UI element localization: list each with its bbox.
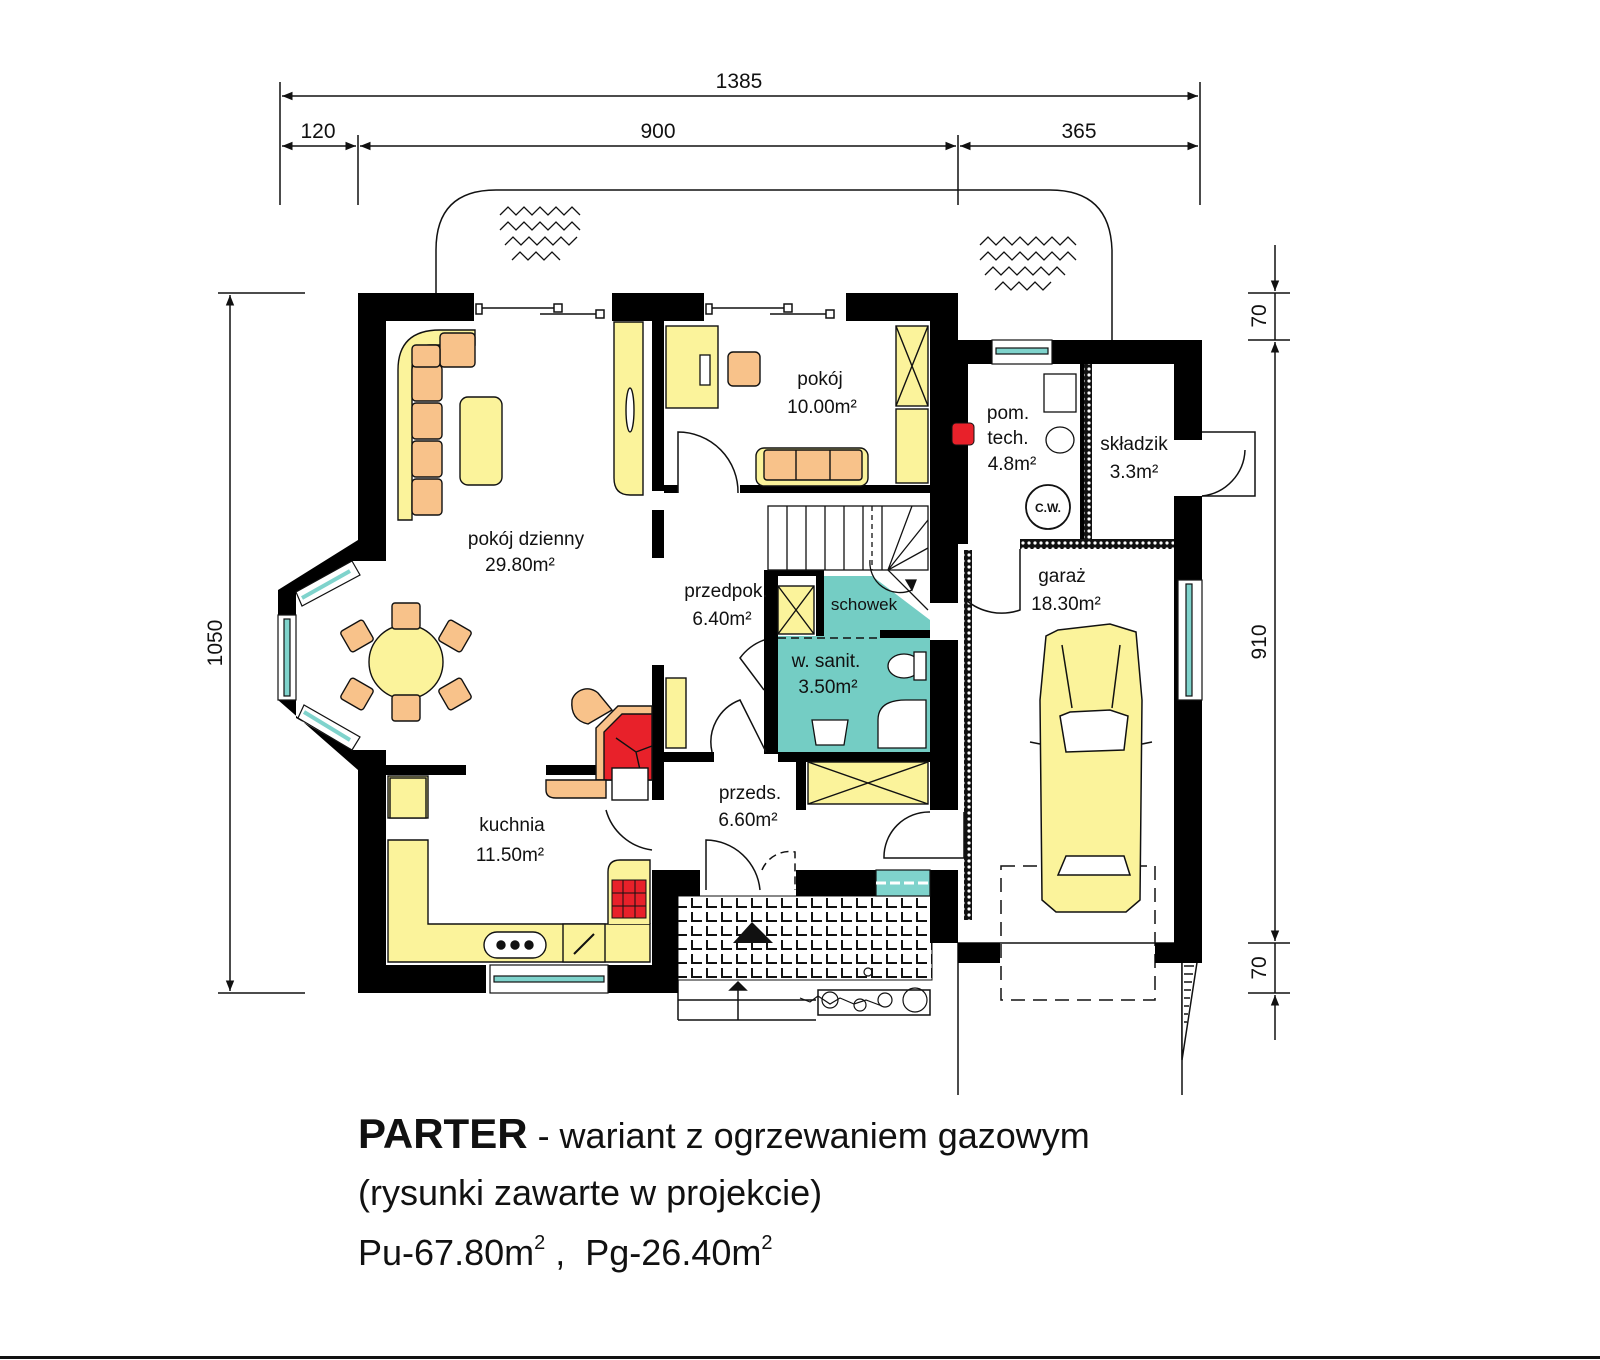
- room-name-living: pokój dzienny: [468, 529, 585, 550]
- dining-chairs: [340, 602, 472, 722]
- room-area-pokoj: 10.00m²: [787, 397, 857, 418]
- entrance-arrow-icon: [733, 922, 773, 943]
- chimney: [611, 767, 649, 801]
- shrub-hatch: [499, 206, 1077, 291]
- sliding-doors: [475, 303, 835, 319]
- entry-wardrobe: [807, 761, 929, 805]
- fireplace: [595, 705, 653, 781]
- room-name-closet: schowek: [831, 595, 898, 614]
- room-name-tech-1: pom.: [987, 403, 1029, 424]
- water-heater-icon: [1025, 484, 1071, 530]
- room-area-hall: 6.40m²: [692, 609, 751, 630]
- room-labels: pokój dzienny 29.80m² pokój 10.00m² pom.…: [468, 369, 1168, 866]
- dimension-lines: [218, 82, 1290, 1040]
- dim-right-top: 70: [1248, 304, 1271, 327]
- stairs: [767, 505, 929, 611]
- doors: [605, 431, 1256, 891]
- room-area-kitchen: 11.50m²: [476, 845, 544, 866]
- water-heater-label: C.W.: [1035, 501, 1061, 515]
- fridge: [389, 777, 427, 819]
- insulation-strip: [964, 550, 972, 920]
- gas-meter-icon: [951, 422, 975, 446]
- room-area-storage: 3.3m²: [1110, 462, 1159, 483]
- garage-area-sup: 2: [761, 1232, 773, 1254]
- room-name-vestibule: przeds.: [719, 783, 781, 804]
- dim-right-bottom: 70: [1248, 956, 1271, 979]
- windows: [277, 339, 1203, 994]
- plan-title: PARTER - wariant z ogrzewaniem gazowym: [358, 1110, 1090, 1158]
- insulation-strip: [1084, 364, 1092, 539]
- coffee-table: [459, 396, 503, 486]
- car-icon: [1029, 623, 1153, 913]
- side-cabinet: [665, 677, 687, 749]
- office-chair: [727, 351, 761, 387]
- entrance-steps: [677, 980, 931, 1021]
- tech-washbasin-icon: [1045, 426, 1075, 454]
- dim-garage-width: 365: [1061, 120, 1096, 143]
- walls: [278, 293, 1202, 993]
- bottom-divider: [0, 1356, 1600, 1359]
- plants-icon: [799, 967, 928, 1013]
- terrace-outline: [435, 189, 1113, 340]
- room-area-bathroom: 3.50m²: [798, 677, 857, 698]
- computer-icon: [699, 354, 711, 386]
- hall-wardrobe: [777, 585, 815, 635]
- room-name-tech-2: tech.: [987, 428, 1028, 449]
- storage-closet-floor: [824, 576, 930, 636]
- room-name-pokoj: pokój: [797, 369, 842, 390]
- washbasin-icon: [811, 719, 849, 746]
- dishwasher-mark: [573, 933, 595, 955]
- stove-icon: [611, 879, 647, 919]
- room-name-garage: garaż: [1038, 566, 1086, 587]
- dim-left-offset: 120: [300, 120, 335, 143]
- room-name-hall: przedpok.: [684, 581, 767, 602]
- area-separator: ,: [545, 1232, 586, 1273]
- room-name-storage: składzik: [1100, 434, 1168, 455]
- plan-note: (rysunki zawarte w projekcie): [358, 1172, 823, 1213]
- area-summary: Pu-67.80m2 , Pg-26.40m2: [358, 1232, 772, 1274]
- usable-area: Pu-67.80m: [358, 1232, 535, 1273]
- room-area-tech: 4.8m²: [988, 454, 1037, 475]
- insulation-strip: [1020, 539, 1174, 549]
- armchair: [571, 688, 614, 725]
- dimension-labels: 1385 120 900 365 1050 70 910 70: [204, 70, 1271, 980]
- room-area-garage: 18.30m²: [1031, 594, 1101, 615]
- plan-variant: - wariant z ogrzewaniem gazowym: [527, 1115, 1090, 1156]
- bench: [545, 779, 607, 799]
- toilet-icon: [887, 651, 927, 681]
- room-name-kitchen: kuchnia: [479, 815, 545, 836]
- dim-right-middle: 910: [1248, 624, 1271, 659]
- dim-main-width: 900: [640, 120, 675, 143]
- dim-height: 1050: [204, 620, 227, 667]
- corner-sofa: [397, 329, 476, 521]
- tv-icon: [625, 387, 635, 433]
- floor-name: PARTER: [358, 1110, 528, 1157]
- room-area-vestibule: 6.60m²: [718, 810, 777, 831]
- sofa: [755, 447, 869, 487]
- sink-icon: [483, 931, 547, 959]
- dim-total-width: 1385: [716, 70, 763, 93]
- dining-table: [368, 624, 444, 700]
- wardrobe: [895, 325, 929, 484]
- room-area-living: 29.80m²: [485, 555, 555, 576]
- boiler: [1043, 373, 1077, 413]
- shower-icon: [877, 699, 927, 749]
- usable-area-sup: 2: [534, 1232, 546, 1254]
- room-name-bathroom: w. sanit.: [791, 651, 861, 672]
- entrance-paving: [677, 895, 933, 981]
- garage-area: Pg-26.40m: [585, 1232, 762, 1273]
